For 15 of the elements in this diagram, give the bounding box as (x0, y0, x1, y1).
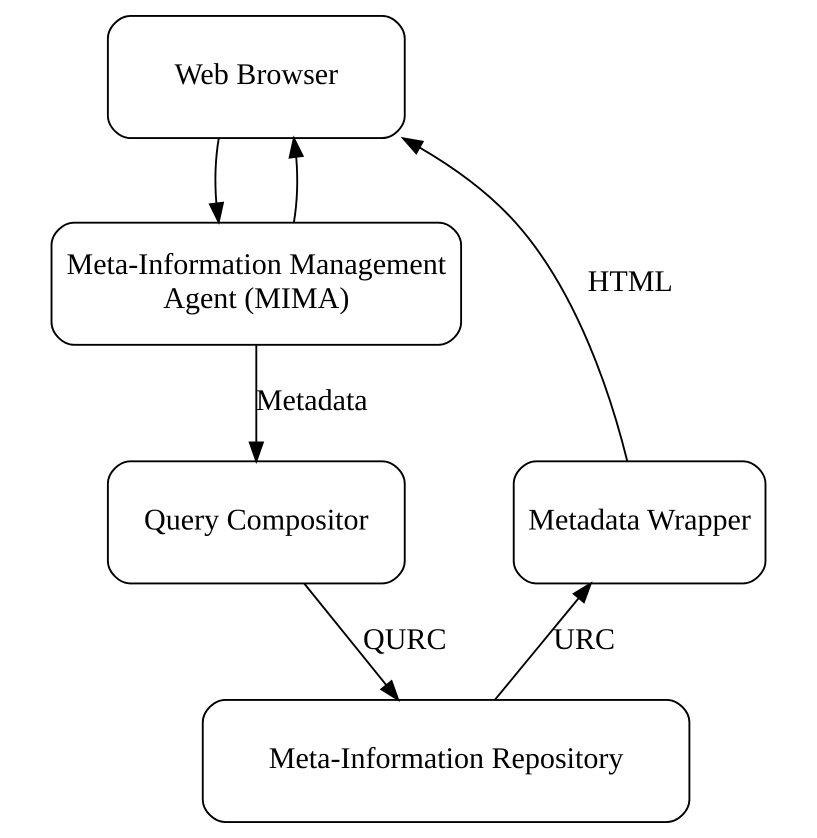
arrow (248, 344, 264, 464)
node-box: Meta-Information Management Agent (MIMA) (50, 222, 462, 346)
node-box: Query Compositor (106, 460, 406, 584)
node-box: Metadata Wrapper (512, 460, 766, 584)
node-box: Meta-Information Repository (202, 698, 690, 823)
arrow (303, 582, 400, 702)
edge-label: QURC (363, 622, 446, 656)
arrow (494, 581, 593, 700)
edge-label: URC (553, 622, 616, 656)
arrow (400, 136, 628, 462)
node-box: Web Browser (106, 15, 406, 140)
edge-label: Metadata (256, 383, 368, 418)
arrow (288, 135, 304, 222)
arrow (208, 138, 224, 226)
edge-label: HTML (588, 264, 673, 298)
